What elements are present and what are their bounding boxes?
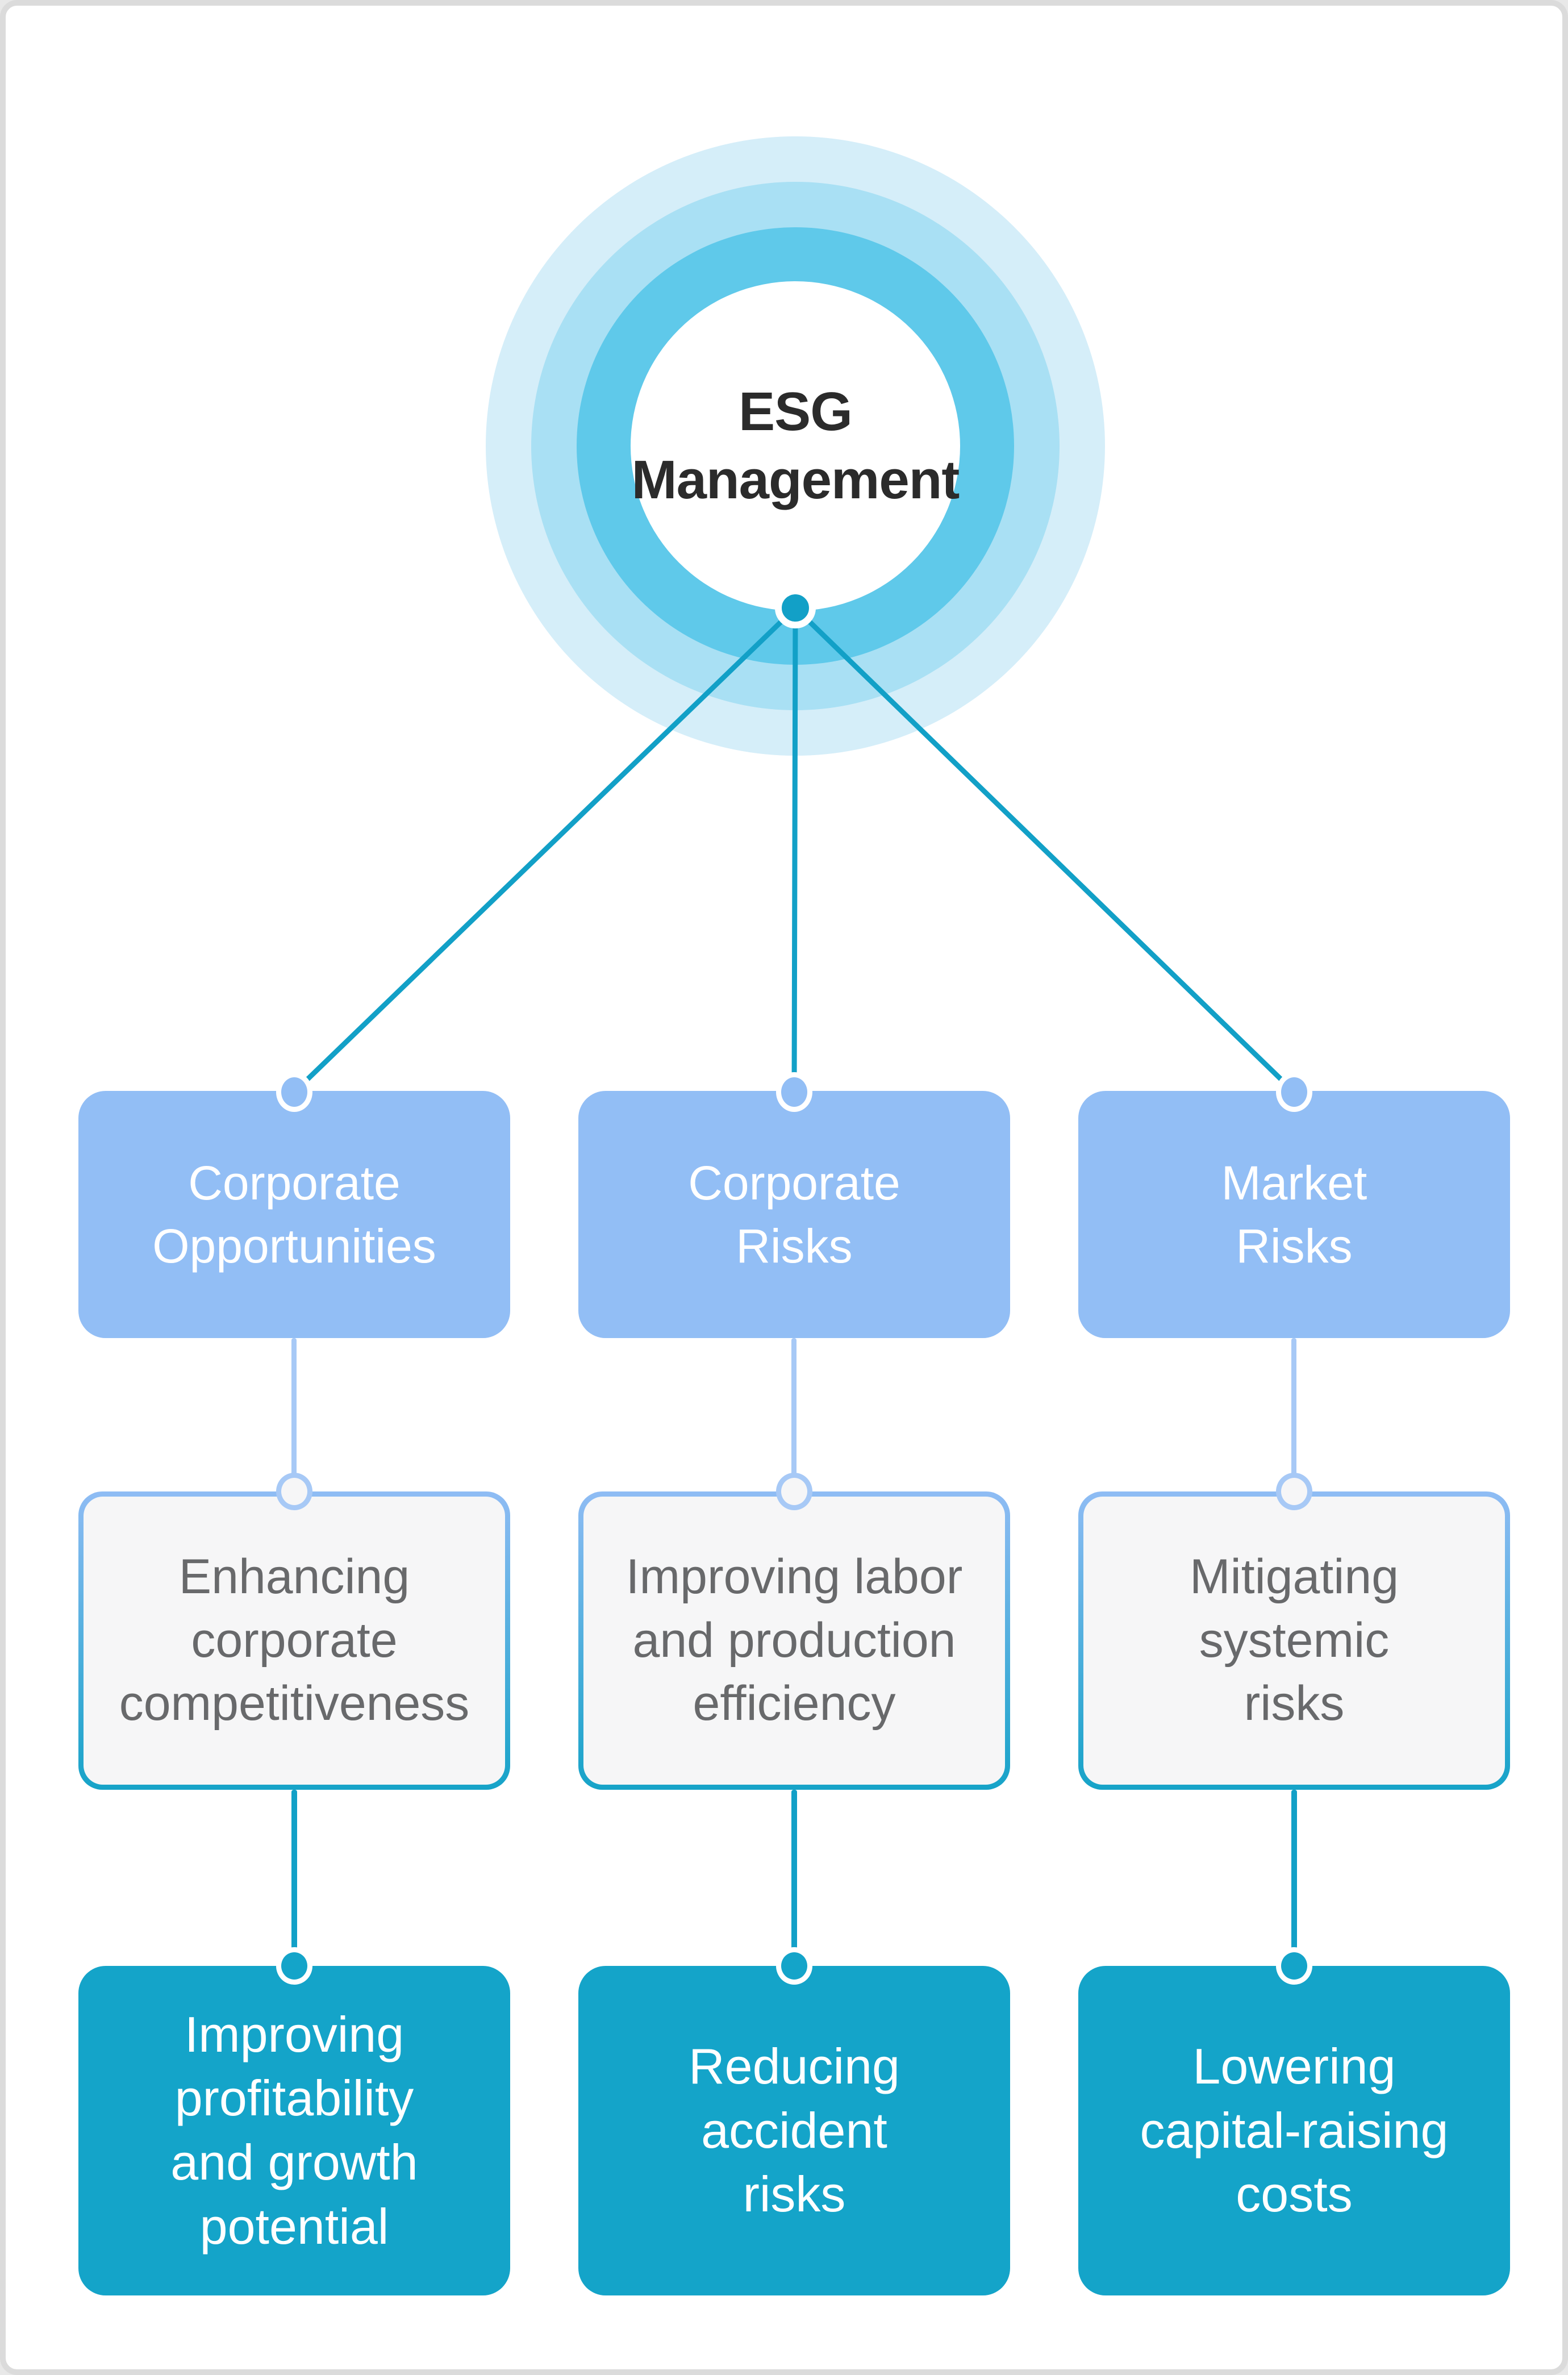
detail-box-frame: Mitigating systemic risks [1078, 1491, 1510, 1790]
branch-box-corporate-risks: Corporate Risks [578, 1091, 1010, 1338]
detail-box-frame: Enhancing corporate competitiveness [78, 1491, 510, 1790]
connector-line-blue [1291, 1338, 1296, 1494]
node-dot-middle [776, 1473, 812, 1510]
column-corporate-risks: Corporate Risks Improving labor and prod… [578, 1072, 1010, 2295]
hub-connector-lines [291, 605, 1297, 1095]
connector-line-blue [291, 1338, 297, 1494]
node-dot-blue [1276, 1072, 1312, 1112]
detail-box-frame: Improving labor and production efficienc… [578, 1491, 1010, 1790]
hub-line-left [291, 605, 798, 1095]
outcome-box-reducing-accident-risks: Reducing accident risks [578, 1966, 1010, 2295]
hub-title: ESG Management [631, 381, 960, 510]
connector-line-teal [291, 1790, 297, 1957]
branch-box-market-risks: Market Risks [1078, 1091, 1510, 1338]
connector-line-teal [791, 1790, 797, 1957]
outcome-box-lowering-capital-costs: Lowering capital-raising costs [1078, 1966, 1510, 2295]
detail-box-enhancing-competitiveness: Enhancing corporate competitiveness [84, 1497, 505, 1785]
node-dot-teal [776, 1947, 812, 1985]
node-dot-blue [776, 1072, 812, 1112]
node-dot-teal [276, 1947, 312, 1985]
connector-line-blue [791, 1338, 796, 1494]
detail-box-labor-production-efficiency: Improving labor and production efficienc… [583, 1497, 1005, 1785]
detail-box-mitigating-systemic-risks: Mitigating systemic risks [1083, 1497, 1505, 1785]
node-dot-blue [276, 1072, 312, 1112]
branch-box-corporate-opportunities: Corporate Opportunities [78, 1091, 510, 1338]
outcome-box-profitability-growth: Improving profitability and growth poten… [78, 1966, 510, 2295]
hub-circle: ESG Management [631, 281, 960, 611]
node-dot-middle [1276, 1473, 1312, 1510]
hub-anchor-dot [775, 588, 816, 628]
column-corporate-opportunities: Corporate Opportunities Enhancing corpor… [78, 1072, 510, 2295]
hub-line-center [791, 605, 798, 1095]
node-dot-teal [1276, 1947, 1312, 1985]
connector-line-teal [1291, 1790, 1297, 1957]
hub-line-right [793, 605, 1297, 1095]
column-market-risks: Market Risks Mitigating systemic risks L… [1078, 1072, 1510, 2295]
node-dot-middle [276, 1473, 312, 1510]
